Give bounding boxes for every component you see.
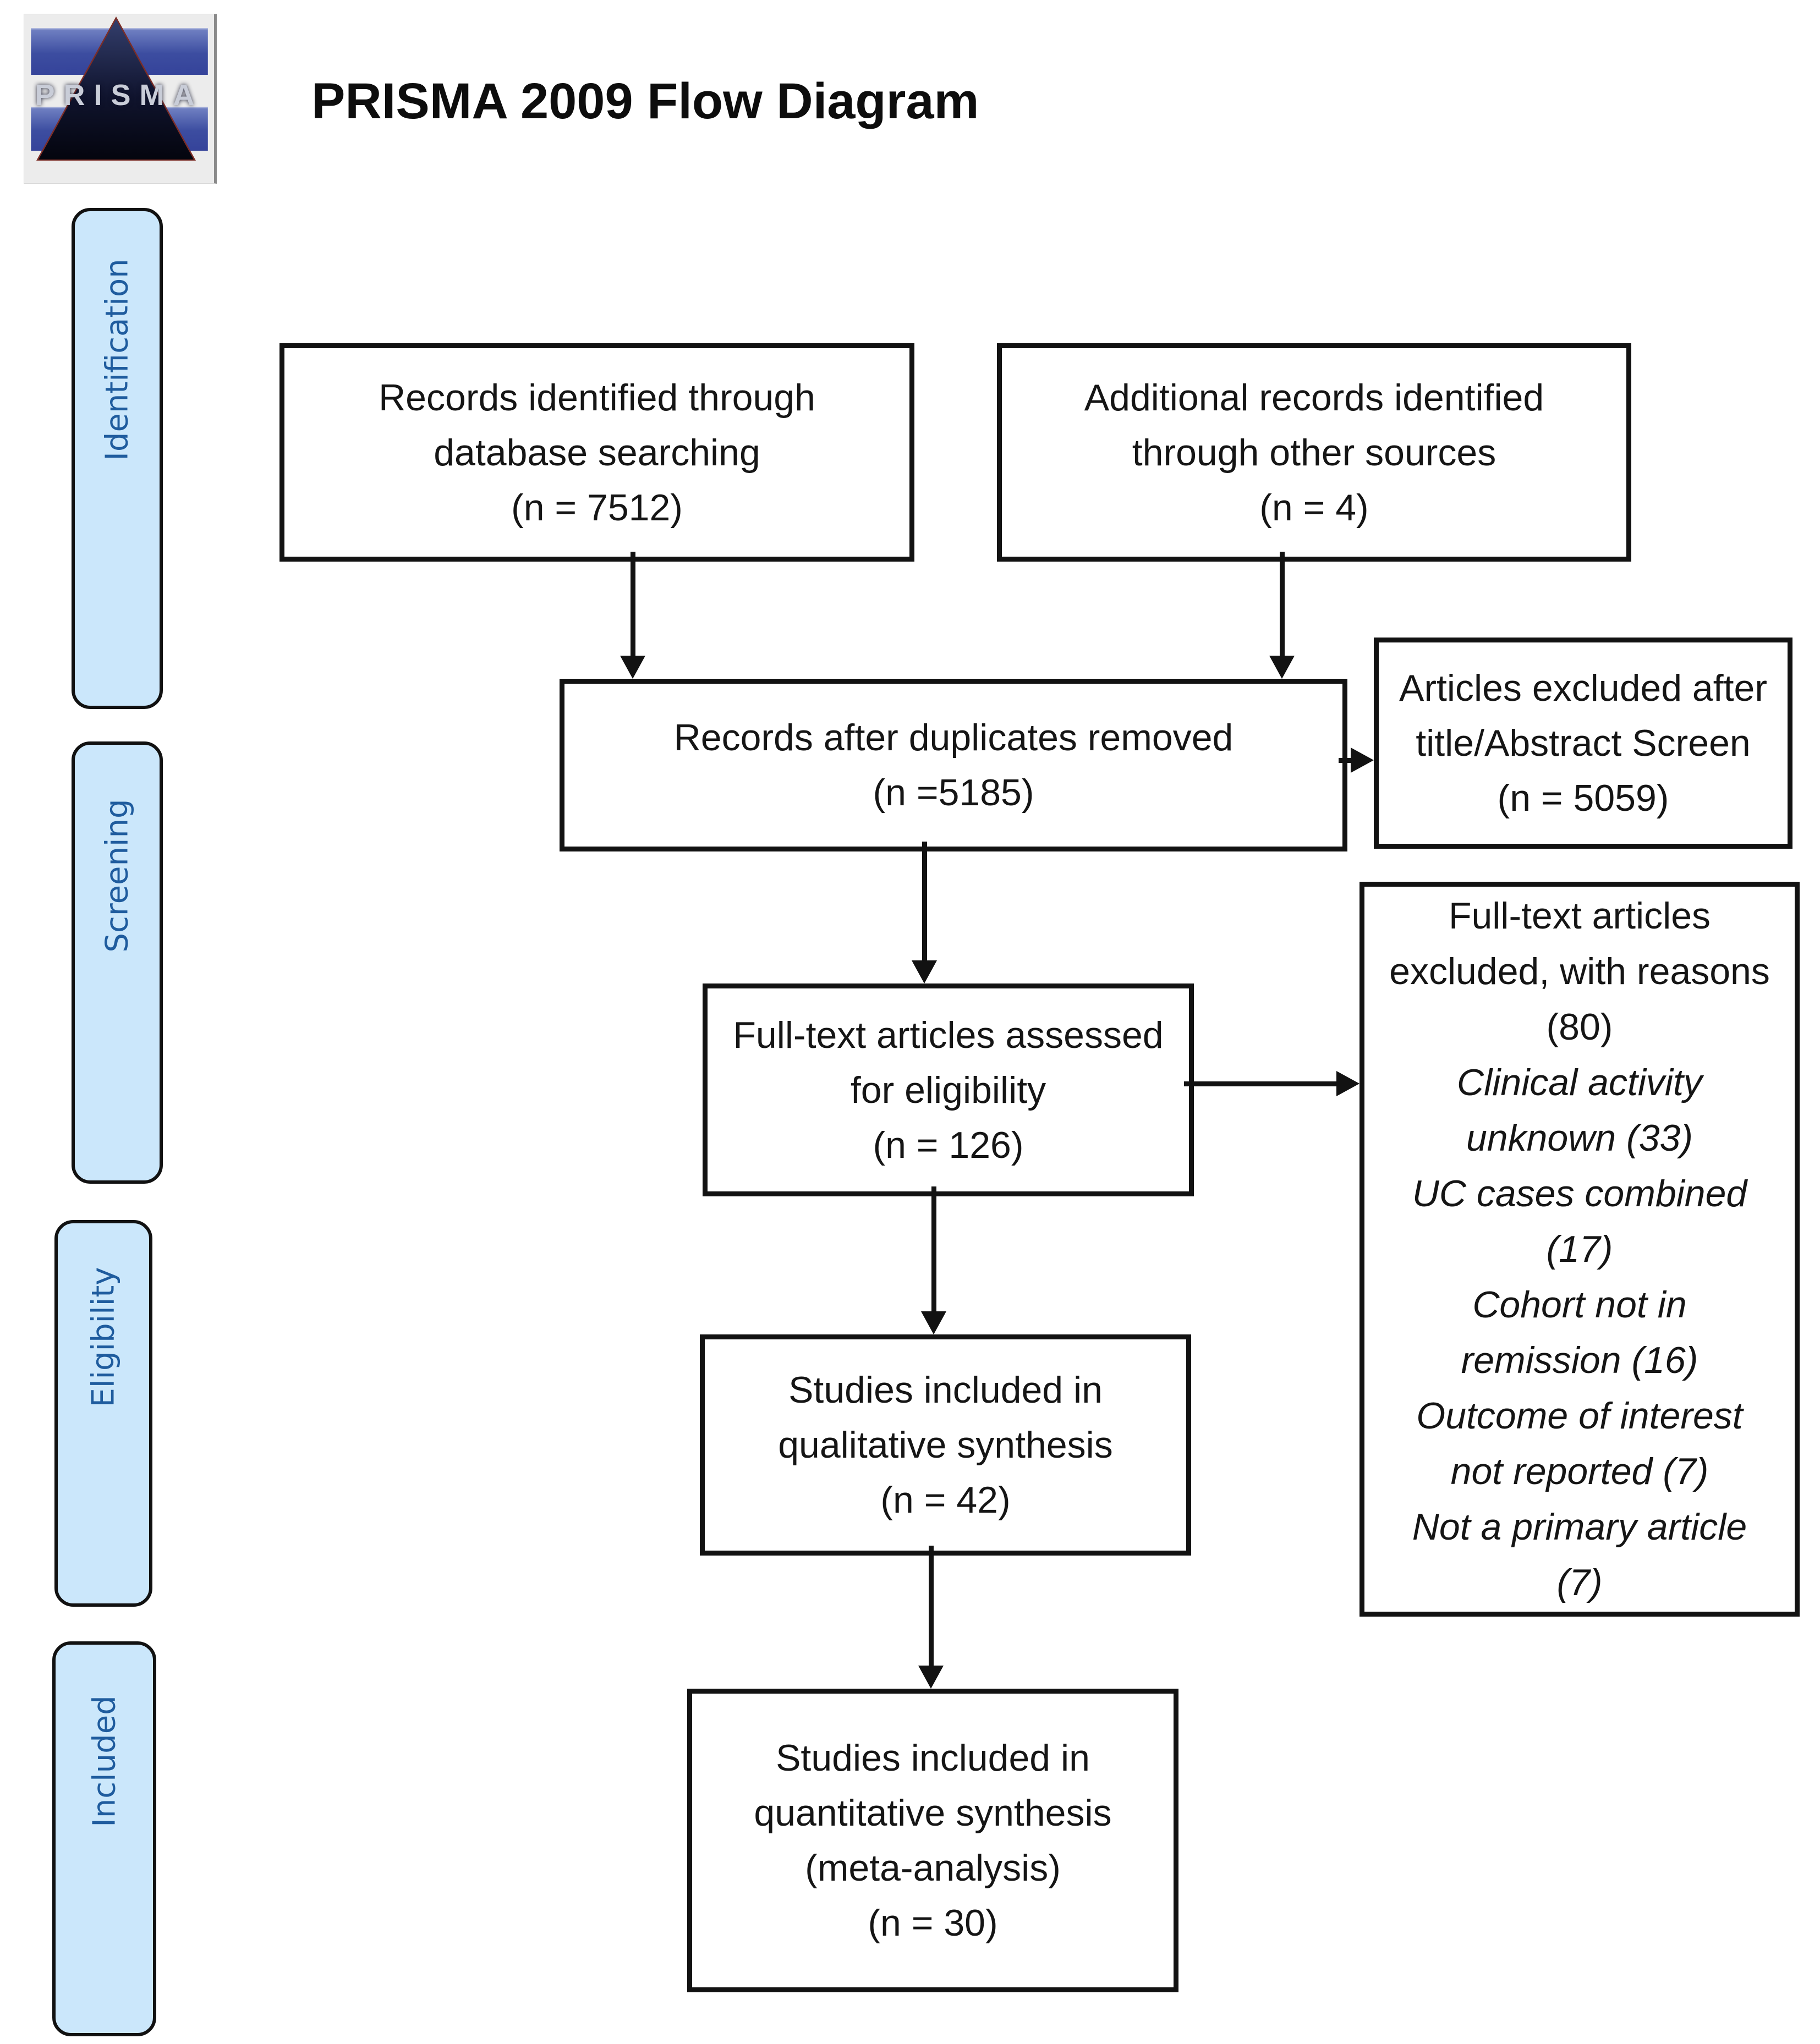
arrowhead-right-icon bbox=[1351, 748, 1374, 773]
stage-label-identification: Identification bbox=[99, 259, 135, 461]
arrowhead-down-icon bbox=[620, 656, 645, 679]
stage-label-eligibility: Eligibility bbox=[85, 1267, 122, 1408]
node-qualitative-included: Studies included in qualitative synthesi… bbox=[700, 1334, 1191, 1556]
node-fulltext-excluded: Full-text articles excluded, with reason… bbox=[1359, 882, 1800, 1617]
arrowhead-right-icon bbox=[1336, 1071, 1359, 1096]
stage-label-screening: Screening bbox=[99, 799, 135, 953]
stage-rail-eligibility: Eligibility bbox=[54, 1220, 152, 1607]
logo-wordmark: PRISMA bbox=[35, 79, 204, 112]
prisma-logo: PRISMA bbox=[24, 14, 217, 184]
arrowhead-down-icon bbox=[921, 1311, 946, 1334]
node-additional-records: Additional records identified through ot… bbox=[997, 343, 1631, 562]
connector-line bbox=[631, 552, 635, 657]
stage-rail-screening: Screening bbox=[72, 741, 163, 1184]
node-fulltext-assessed: Full-text articles assessed for eligibil… bbox=[703, 983, 1194, 1196]
connector-line bbox=[1339, 758, 1355, 763]
node-after-duplicates: Records after duplicates removed (n =518… bbox=[560, 679, 1347, 851]
stage-rail-identification: Identification bbox=[72, 208, 163, 709]
fulltext-excluded-header: Full-text articles excluded, with reason… bbox=[1389, 894, 1770, 1048]
connector-line bbox=[922, 842, 927, 961]
connector-line bbox=[931, 1186, 936, 1312]
stage-label-included: Included bbox=[86, 1695, 122, 1827]
arrowhead-down-icon bbox=[912, 960, 937, 983]
node-title-abstract-excluded: Articles excluded after title/Abstract S… bbox=[1374, 638, 1792, 849]
arrowhead-down-icon bbox=[918, 1666, 944, 1689]
stage-rail-included: Included bbox=[52, 1641, 156, 2036]
node-quantitative-included: Studies included in quantitative synthes… bbox=[687, 1689, 1178, 1992]
node-records-identified: Records identified through database sear… bbox=[279, 343, 914, 562]
connector-line bbox=[1184, 1081, 1339, 1086]
connector-line bbox=[929, 1546, 934, 1667]
fulltext-excluded-reasons: Clinical activity unknown (33) UC cases … bbox=[1412, 1061, 1747, 1603]
arrowhead-down-icon bbox=[1269, 656, 1295, 679]
page-title: PRISMA 2009 Flow Diagram bbox=[311, 73, 979, 129]
connector-line bbox=[1280, 552, 1285, 657]
